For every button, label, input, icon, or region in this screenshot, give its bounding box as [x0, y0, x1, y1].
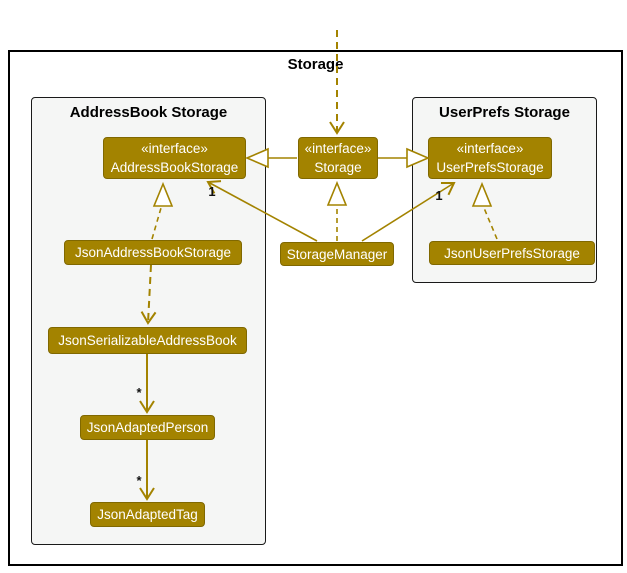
- class-jsonserializableaddressbook: JsonSerializableAddressBook: [48, 327, 247, 354]
- package-userprefs-storage-title: UserPrefs Storage: [439, 104, 570, 121]
- class-jsonuserprefsstorage-name: JsonUserPrefsStorage: [444, 245, 580, 261]
- class-jsonserializableaddressbook-name: JsonSerializableAddressBook: [58, 333, 237, 348]
- multiplicity-person-tag: *: [136, 473, 142, 488]
- class-storage-stereotype: «interface»: [304, 141, 372, 156]
- class-userprefsstorage-stereotype: «interface»: [456, 141, 524, 156]
- class-userprefsstorage-name: UserPrefsStorage: [436, 160, 544, 175]
- multiplicity-serializable-person: *: [136, 385, 142, 400]
- class-storagemanager: StorageManager: [280, 242, 394, 266]
- package-addressbook-storage-title: AddressBook Storage: [69, 104, 228, 121]
- class-addressbookstorage-stereotype: «interface»: [141, 141, 208, 156]
- class-jsonadaptedperson: JsonAdaptedPerson: [80, 415, 215, 440]
- class-storage: «interface» Storage: [298, 137, 378, 179]
- class-addressbookstorage: «interface» AddressBookStorage: [103, 137, 246, 179]
- class-jsonadaptedperson-name: JsonAdaptedPerson: [86, 420, 209, 435]
- multiplicity-storagemanager-userprefsstorage: 1: [435, 188, 443, 203]
- class-jsonadaptedtag-name: JsonAdaptedTag: [97, 507, 198, 522]
- class-addressbookstorage-name: AddressBookStorage: [110, 160, 239, 175]
- class-jsonadaptedtag: JsonAdaptedTag: [90, 502, 205, 527]
- multiplicity-storagemanager-addressbookstorage: 1: [208, 184, 216, 199]
- class-userprefsstorage: «interface» UserPrefsStorage: [428, 137, 552, 179]
- class-jsonuserprefsstorage: JsonUserPrefsStorage: [429, 241, 595, 265]
- class-storagemanager-name: StorageManager: [286, 246, 388, 262]
- frame-title: Storage: [287, 56, 344, 73]
- class-storage-name: Storage: [314, 160, 362, 175]
- class-jsonaddressbookstorage-name: JsonAddressBookStorage: [74, 245, 232, 260]
- class-jsonaddressbookstorage: JsonAddressBookStorage: [64, 240, 242, 265]
